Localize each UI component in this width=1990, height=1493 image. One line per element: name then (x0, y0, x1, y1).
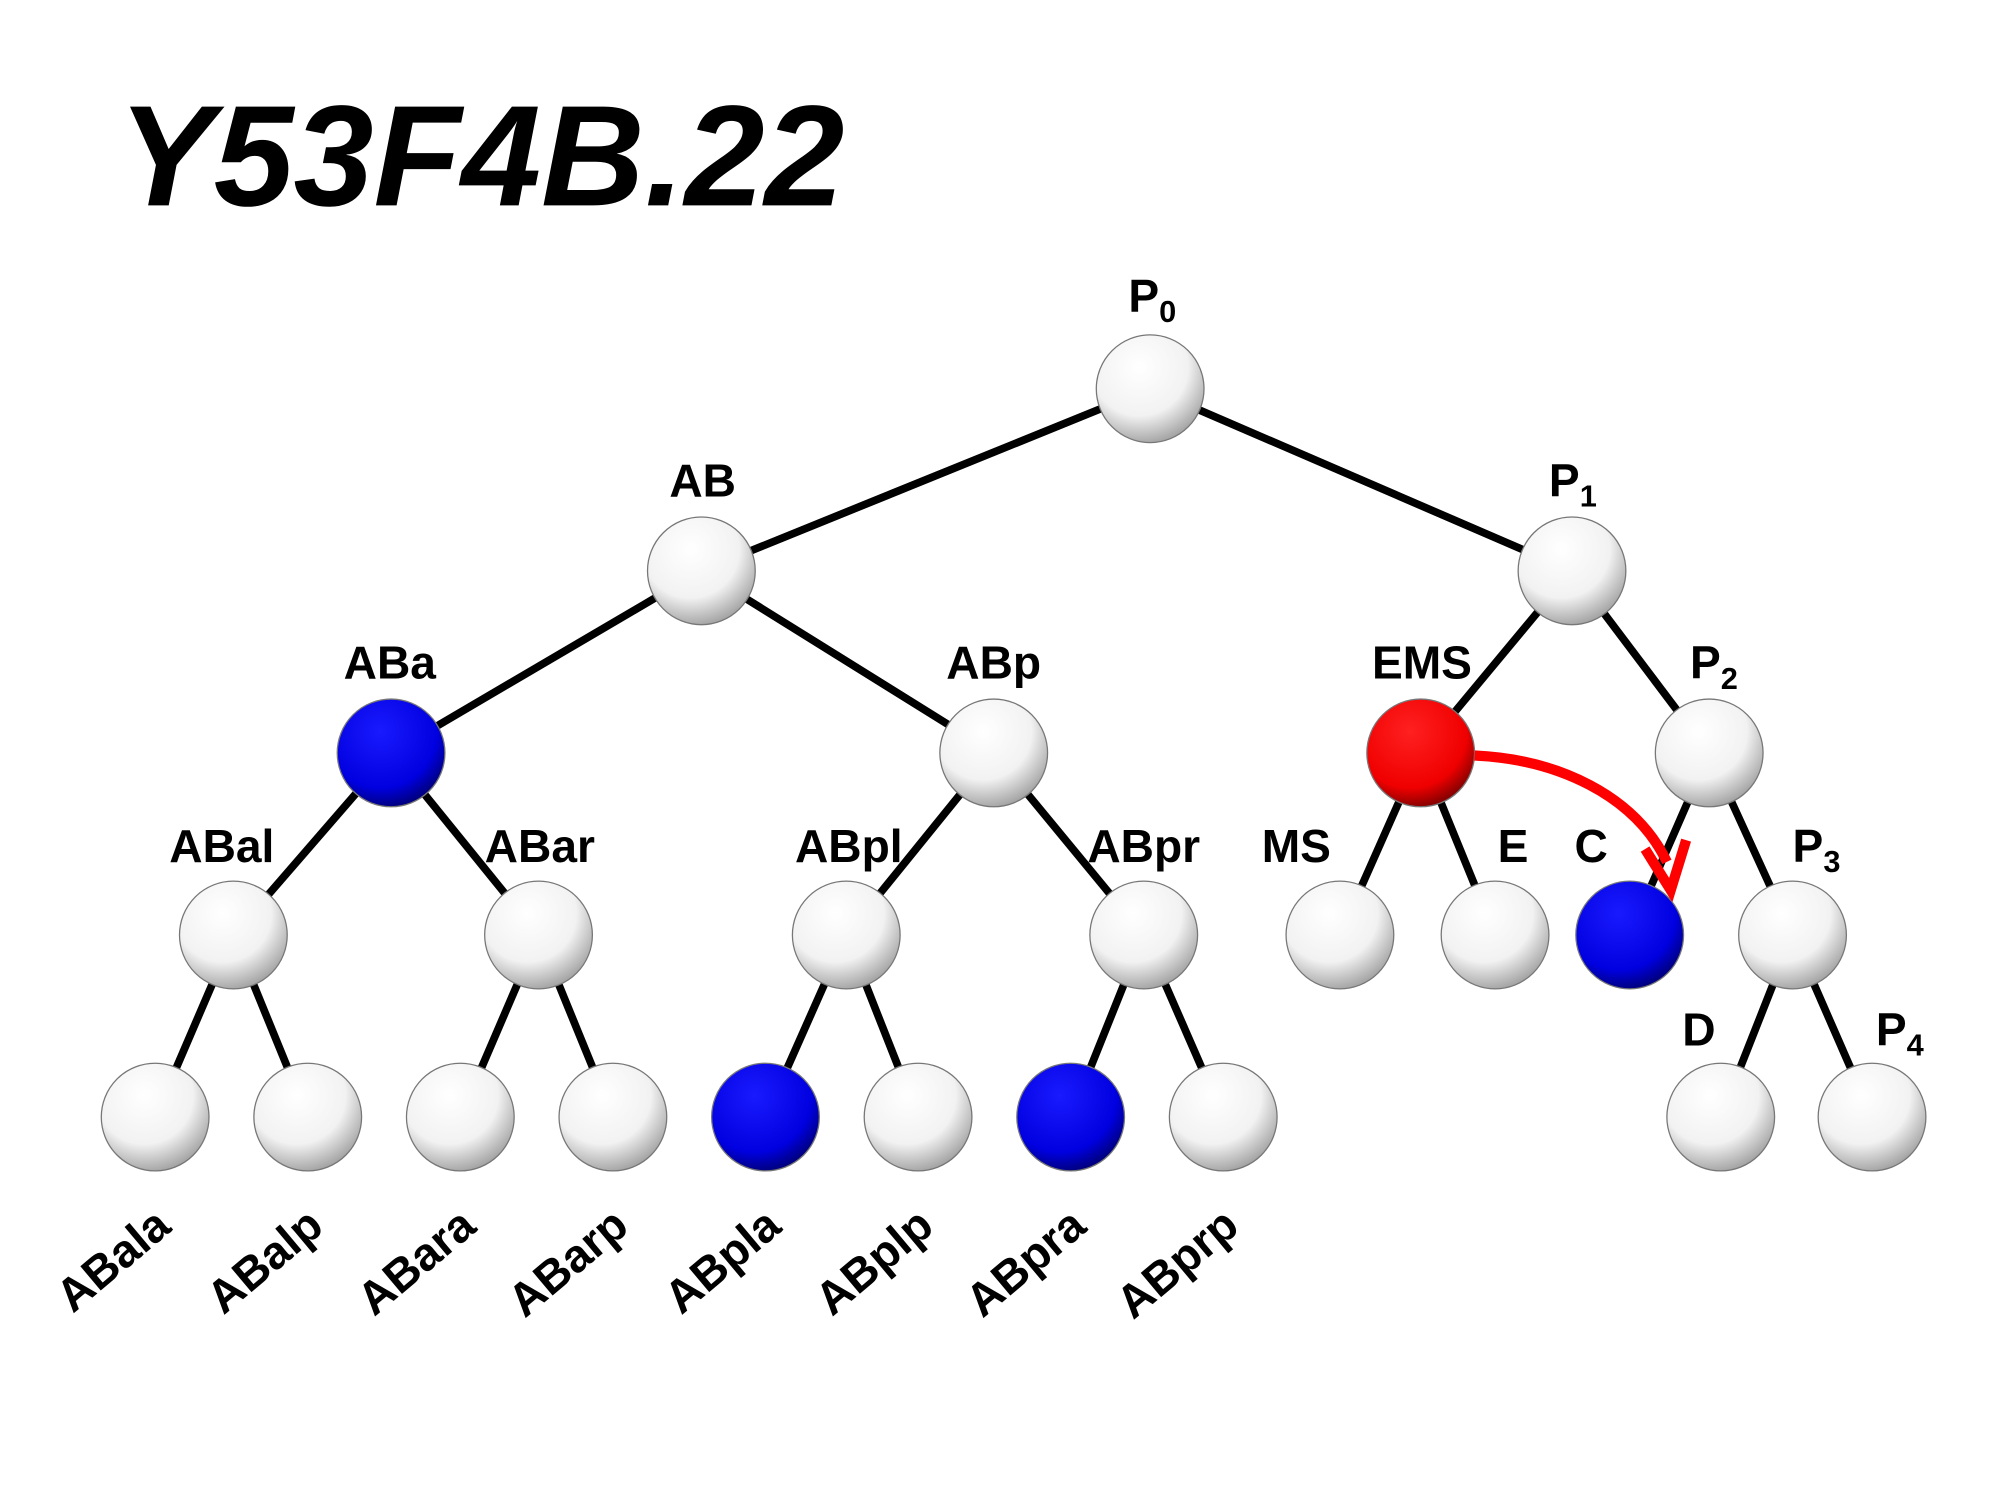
edge-AB-ABa (433, 593, 660, 731)
cell-label-abal: ABal (169, 820, 274, 872)
cell-node-d (1666, 1062, 1776, 1172)
edge-P1-EMS (1450, 607, 1543, 717)
cell-label-abplp: ABplp (805, 1198, 942, 1325)
cell-label-p0: P0 (1128, 270, 1176, 329)
cell-node-abpra (1016, 1062, 1126, 1172)
cell-node-ems (1366, 698, 1476, 808)
cell-label-p2: P2 (1690, 637, 1738, 696)
cell-label-abprp: ABprp (1106, 1198, 1247, 1328)
edge-ABpr-ABpra (1086, 981, 1129, 1072)
cell-label-abpl: ABpl (795, 820, 903, 872)
cell-label-e: E (1498, 820, 1529, 872)
cell-node-abala (100, 1062, 210, 1172)
edge-ABpl-ABplp (861, 981, 903, 1071)
edge-ABp-ABpr (1023, 789, 1115, 898)
edge-EMS-MS (1357, 798, 1404, 890)
cell-label-abarp: ABarp (498, 1198, 637, 1327)
arrow-curve (1474, 750, 1672, 865)
cell-node-p0 (1095, 334, 1205, 444)
cell-label-abar: ABar (485, 820, 595, 872)
cell-node-ms (1285, 880, 1395, 990)
edge-P0-AB (747, 404, 1105, 556)
cell-label-aba: ABa (344, 637, 437, 689)
edge-ABar-ABarp (554, 980, 598, 1072)
edge-P1-P2 (1599, 609, 1682, 715)
cell-node-e (1440, 880, 1550, 990)
cell-node-abprp (1168, 1062, 1278, 1172)
cell-label-c: C (1575, 820, 1608, 872)
cell-label-abp: ABp (946, 637, 1041, 689)
cell-node-aba (336, 698, 446, 808)
cell-label-abala: ABala (46, 1198, 180, 1322)
gene-title: Y53F4B.22 (118, 76, 844, 236)
cell-label-ems: EMS (1372, 637, 1472, 689)
cell-node-p1 (1517, 516, 1627, 626)
cell-label-ms: MS (1262, 820, 1331, 872)
edge-ABal-ABalp (249, 980, 292, 1072)
edge-P3-D (1735, 981, 1778, 1071)
cell-node-p3 (1738, 880, 1848, 990)
cell-label-p4: P4 (1876, 1003, 1924, 1062)
cell-node-abpr (1089, 880, 1199, 990)
cell-node-p4 (1817, 1062, 1927, 1172)
edge-ABpr-ABprp (1160, 980, 1207, 1072)
edge-AB-ABp (742, 594, 953, 730)
cell-node-abpl (791, 880, 901, 990)
cell-label-abpra: ABpra (956, 1198, 1096, 1327)
edge-ABal-ABala (171, 980, 217, 1072)
edge-EMS-E (1436, 798, 1480, 890)
cell-label-abpr: ABpr (1087, 820, 1200, 872)
edge-ABa-ABar (420, 790, 510, 898)
cell-label-d: D (1682, 1003, 1715, 1055)
cell-label-ab: AB (669, 454, 736, 506)
edge-ABar-ABara (476, 980, 522, 1072)
cell-node-c (1575, 880, 1685, 990)
cell-node-abara (405, 1062, 515, 1172)
edge-P0-P1 (1195, 405, 1527, 555)
cell-node-abalp (253, 1062, 363, 1172)
edge-ABp-ABpl (875, 790, 965, 898)
cell-label-p1: P1 (1549, 454, 1597, 513)
cell-node-abarp (558, 1062, 668, 1172)
cell-node-ab (646, 516, 756, 626)
cell-node-abal (178, 880, 288, 990)
cell-node-abp (939, 698, 1049, 808)
cell-node-p2 (1654, 698, 1764, 808)
edge-ABa-ABal (263, 789, 361, 899)
cell-node-abplp (863, 1062, 973, 1172)
edge-P3-P4 (1809, 980, 1856, 1072)
cell-label-p3: P3 (1793, 820, 1841, 879)
cell-label-abara: ABara (347, 1198, 485, 1325)
cell-node-abar (484, 880, 594, 990)
edge-P2-P3 (1726, 797, 1775, 891)
arrow-head-icon (1640, 838, 1692, 903)
fate-transformation-arrow (1474, 750, 1692, 903)
cell-node-abpla (710, 1062, 820, 1172)
edge-ABpl-ABpla (782, 980, 830, 1072)
cell-label-abalp: ABalp (197, 1198, 333, 1324)
lineage-edges (171, 404, 1856, 1072)
cell-label-abpla: ABpla (654, 1198, 790, 1324)
lineage-nodes (100, 334, 1927, 1172)
